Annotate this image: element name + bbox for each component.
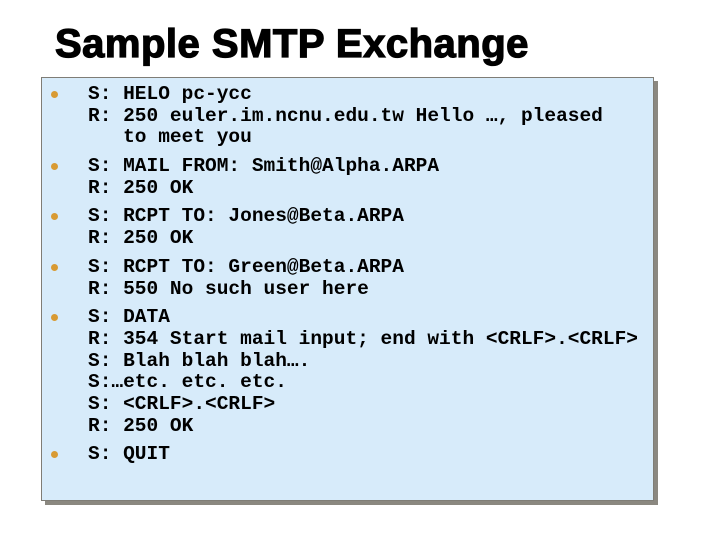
exchange-line-text: R: 550 No such user here — [88, 277, 369, 300]
bullet-icon — [51, 163, 58, 171]
bullet-icon — [51, 451, 58, 459]
exchange-line: R: 250 euler.im.ncnu.edu.tw Hello …, ple… — [42, 104, 653, 128]
exchange-line: to meet you — [42, 127, 653, 149]
exchange-line-text: R: 354 Start mail input; end with <CRLF>… — [88, 327, 638, 350]
exchange-line-text: S: MAIL FROM: Smith@Alpha.ARPA — [88, 155, 440, 178]
exchange-line: S: RCPT TO: Green@Beta.ARPA — [42, 255, 653, 279]
exchange-line: R: 250 OK — [42, 176, 653, 200]
exchange-line-text: S:…etc. etc. etc. — [88, 371, 287, 394]
exchange-line-text: S: HELO pc-ycc — [88, 83, 252, 105]
exchange-line-text: R: 250 OK — [88, 414, 194, 437]
exchange-line-text: S: RCPT TO: Jones@Beta.ARPA — [88, 205, 404, 228]
exchange-line-text: S: <CRLF>.<CRLF> — [88, 392, 276, 415]
bullet-icon — [51, 263, 58, 271]
exchange-line: S: Blah blah blah…. — [42, 349, 653, 373]
exchange-line-text: S: Blah blah blah…. — [88, 349, 311, 372]
exchange-line: S: HELO pc-ycc — [42, 83, 653, 106]
exchange-line: S: MAIL FROM: Smith@Alpha.ARPA — [42, 155, 653, 178]
exchange-line-text: S: QUIT — [88, 443, 170, 466]
exchange-line: S:…etc. etc. etc. — [42, 371, 653, 394]
exchange-line: S: <CRLF>.<CRLF> — [42, 392, 653, 416]
exchange-line-text: S: DATA — [88, 306, 170, 329]
bullet-icon — [51, 91, 58, 98]
exchange-line-text: R: 250 OK — [88, 227, 194, 250]
exchange-line: S: RCPT TO: Jones@Beta.ARPA — [42, 206, 653, 228]
page-title: Sample SMTP Exchange — [54, 21, 529, 66]
bullet-icon — [51, 213, 58, 221]
exchange-group: S: QUIT — [42, 443, 653, 466]
exchange-line: S: DATA — [42, 306, 653, 329]
exchange-line: S: QUIT — [42, 443, 653, 466]
exchange-line-text: R: 250 OK — [88, 176, 194, 199]
exchange-line: R: 354 Start mail input; end with <CRLF>… — [42, 327, 653, 351]
exchange-line-text: to meet you — [88, 126, 252, 149]
exchange-line: R: 550 No such user here — [42, 277, 653, 301]
exchange-line: R: 250 OK — [42, 227, 653, 250]
exchange-line: R: 250 OK — [42, 414, 653, 438]
exchange-line-text: R: 250 euler.im.ncnu.edu.tw Hello …, ple… — [88, 104, 603, 127]
bullet-icon — [51, 314, 58, 322]
exchange-line-text: S: RCPT TO: Green@Beta.ARPA — [88, 255, 404, 278]
